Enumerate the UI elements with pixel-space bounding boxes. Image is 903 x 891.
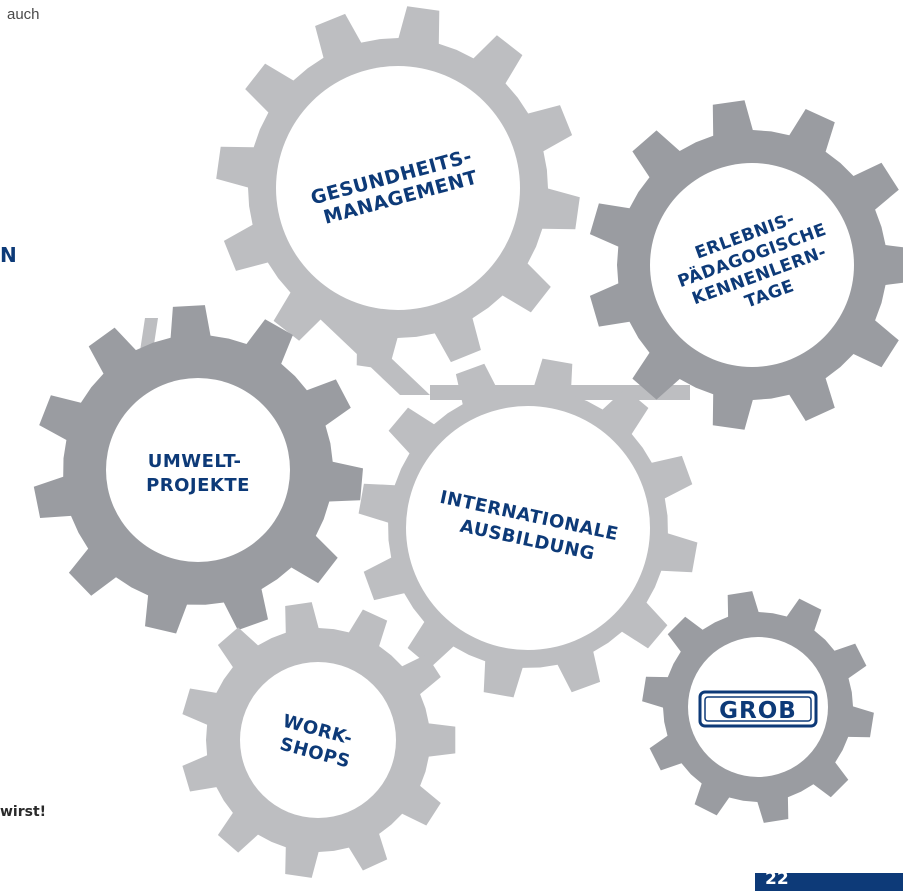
gear-erlebnis: ERLEBNIS- PÄDAGOGISCHE KENNENLERN- TAGE	[589, 100, 903, 430]
gear-center-disc	[240, 662, 396, 818]
gear-center-disc	[276, 66, 520, 310]
page-number-tab: 22	[755, 873, 903, 891]
heading-fragment: N	[0, 243, 17, 267]
page-number: 22	[765, 873, 789, 889]
gear-umwelt: UMWELT- PROJEKTE	[33, 305, 364, 634]
gear-label-line: PROJEKTE	[146, 475, 250, 496]
text-fragment-wirst: wirst!	[0, 804, 47, 820]
text-fragment-auch: auch	[7, 6, 40, 23]
gear-label-line: UMWELT-	[148, 451, 242, 472]
gear-grob: GROB	[642, 591, 874, 823]
gear-workshops: WORK- SHOPS	[182, 602, 456, 878]
gear-center-disc	[106, 378, 290, 562]
gear-center-disc	[650, 163, 854, 367]
gear-gesundheit: GESUNDHEITS- MANAGEMENT	[216, 6, 580, 370]
gear-international: INTERNATIONALE AUSBILDUNG	[358, 358, 698, 698]
grob-logo: GROB	[698, 690, 818, 728]
gear-center-disc	[406, 406, 650, 650]
logo-text: GROB	[719, 698, 797, 724]
svg-text:UMWELT- PROJEKTE: UMWELT- PROJEKTE	[146, 451, 250, 496]
